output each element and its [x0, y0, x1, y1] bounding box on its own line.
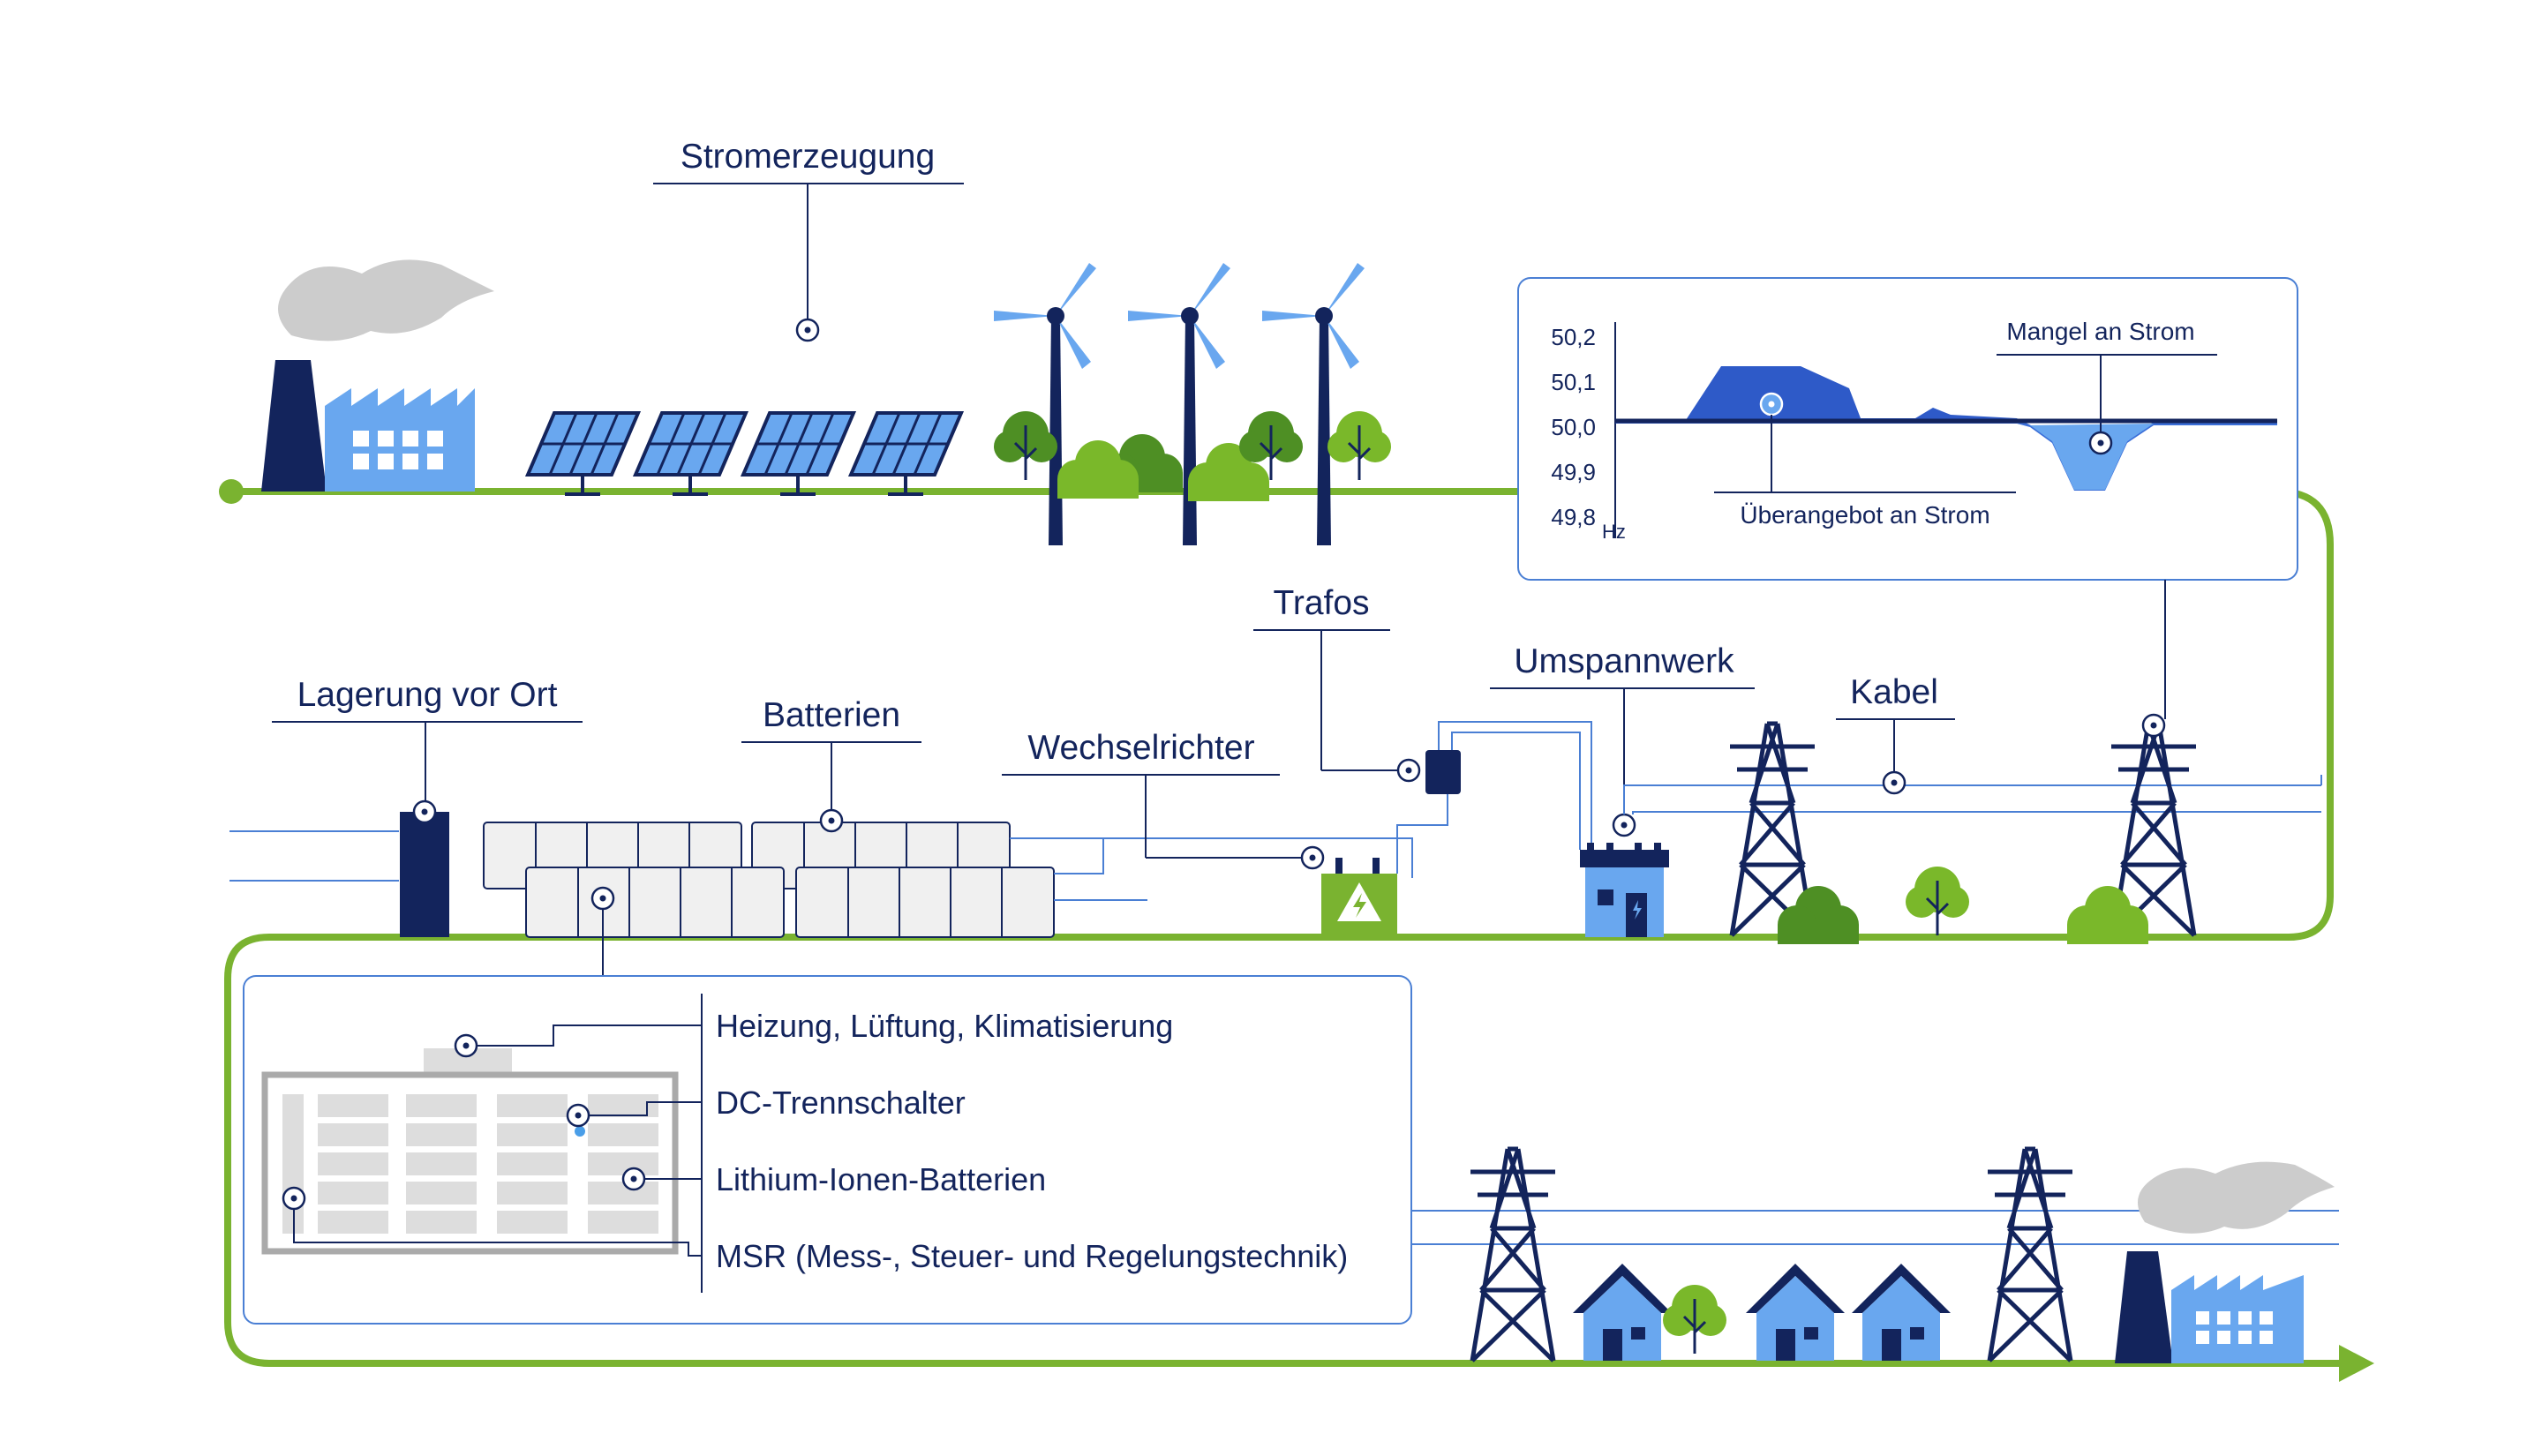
wires-left: [229, 830, 399, 882]
detail-item-hvac: Heizung, Lüftung, Klimatisierung: [716, 1008, 1173, 1044]
smoke-bottom: [2138, 1161, 2335, 1234]
energy-flow-line: [219, 479, 2374, 1382]
smoke-top: [278, 259, 494, 341]
power-plant-top: [261, 259, 494, 492]
battery-modules: [318, 1094, 658, 1234]
substation-label: Umspannwerk: [1514, 642, 1734, 680]
shortage-label: Mangel an Strom: [2006, 318, 2194, 345]
inverter-callout: Wechselrichter: [1002, 729, 1325, 870]
substation-unit: [1580, 843, 1669, 937]
factory-bottom: [2171, 1275, 2304, 1363]
cable-callout: Kabel: [1836, 673, 1955, 795]
cable-label: Kabel: [1850, 673, 1938, 711]
detail-item-control: MSR (Mess-, Steuer- und Regelungstechnik…: [716, 1238, 1348, 1274]
y-tick-50-2: 50,2: [1551, 324, 1596, 350]
battery-row-front-right: [795, 867, 1055, 938]
batteries-callout: Batterien: [741, 696, 921, 833]
frequency-panel-box: [1517, 277, 2298, 581]
y-tick-49-9: 49,9: [1551, 459, 1596, 485]
transformer-wires: [1396, 721, 1592, 874]
substation-callout: Umspannwerk: [1490, 642, 1755, 837]
solar-panels: [526, 411, 963, 496]
inverter-label: Wechselrichter: [1027, 729, 1254, 767]
power-plant-bottom: [2115, 1161, 2335, 1363]
wind-turbines: [994, 263, 1365, 545]
transformers-callout: Trafos: [1253, 584, 1461, 794]
surplus-label: Überangebot an Strom: [1740, 501, 1989, 529]
batteries-label: Batterien: [763, 696, 900, 734]
battery-containers: [483, 822, 1055, 938]
battery-row-front-left: [525, 867, 785, 938]
transformer-box: [1425, 750, 1461, 794]
shortage-area: [2030, 424, 2154, 490]
houses: [1573, 1264, 1951, 1361]
battery-detail-panel: Heizung, Lüftung, Klimatisierung DC-Tren…: [243, 975, 1412, 1325]
y-tick-50-1: 50,1: [1551, 369, 1596, 395]
y-tick-50-0: 50,0: [1551, 414, 1596, 440]
battery-inverter-wires: [1010, 837, 1413, 901]
onsite-storage-unit: [400, 812, 449, 937]
detail-item-dc-disconnect: DC-Trennschalter: [716, 1084, 966, 1121]
y-tick-49-8: 49,8: [1551, 504, 1596, 530]
hv-wires: [1623, 775, 2322, 814]
trees-middle: [1778, 865, 2148, 944]
onsite-storage-label: Lagerung vor Ort: [297, 676, 558, 714]
surplus-area: [1615, 366, 2017, 424]
frequency-panel: 50,2 50,1 50,0 49,9 49,8 Hz Überangebot …: [1517, 277, 2298, 581]
generation-label: Stromerzeugung: [681, 138, 935, 176]
chimney-bottom: [2115, 1251, 2173, 1363]
onsite-storage-callout: Lagerung vor Ort: [272, 676, 583, 937]
transformers-label: Trafos: [1273, 584, 1369, 622]
detail-item-li-ion: Lithium-Ionen-Batterien: [716, 1161, 1046, 1197]
inverter-unit: [1321, 858, 1397, 937]
factory-top: [325, 388, 475, 492]
generation-callout: Stromerzeugung: [653, 138, 964, 342]
y-unit: Hz: [1602, 521, 1626, 543]
chimney-top: [261, 360, 327, 492]
